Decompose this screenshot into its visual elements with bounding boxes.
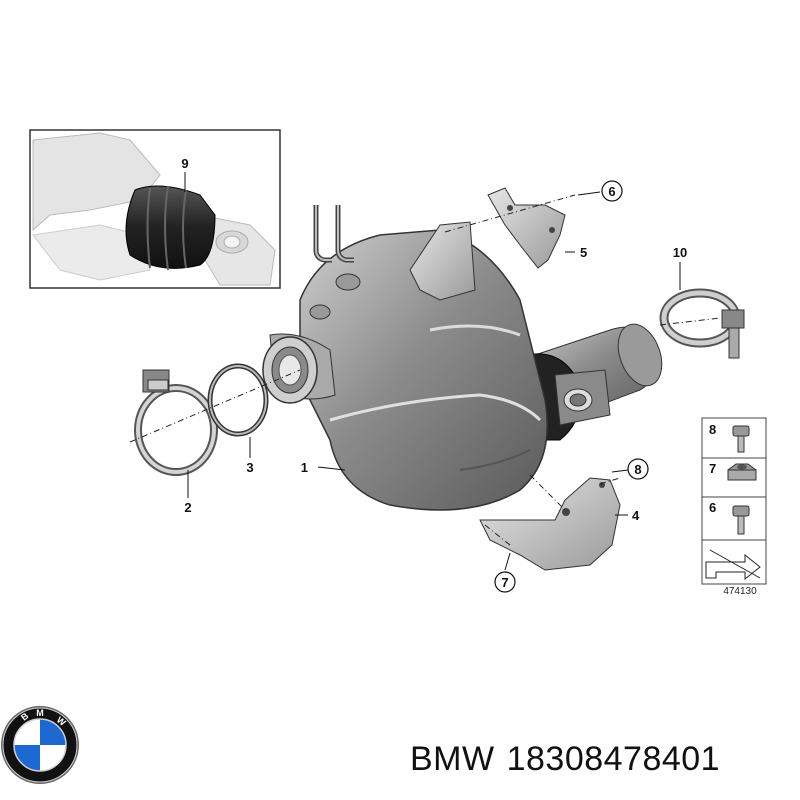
hardware-legend: 8 7 6 474130: [701, 417, 767, 597]
inset-pipe-drawing: [32, 132, 276, 286]
bolt-icon: [732, 505, 750, 535]
callout-1: 1: [301, 460, 308, 475]
part-caption: BMW 18308478401: [410, 740, 732, 779]
image-number: 474130: [723, 586, 757, 597]
assembly-lines: [129, 194, 721, 546]
circled-callout-8: 8: [611, 458, 649, 480]
bracket-4: [479, 477, 621, 571]
callout-10: 10: [673, 245, 687, 260]
callout-5: 5: [580, 245, 587, 260]
svg-text:B: B: [19, 710, 31, 722]
brand-name: BMW: [410, 740, 495, 778]
svg-text:M: M: [36, 708, 44, 718]
callout-6-bracket: 6: [608, 184, 615, 199]
circled-callout-7-bottom: 7: [494, 552, 516, 593]
gasket-3: [207, 363, 269, 437]
bmw-logo: B M W: [1, 706, 79, 784]
inset-detail-box: 9: [29, 129, 281, 289]
legend-number-1: 8: [709, 422, 716, 437]
bracket-5: [487, 187, 566, 269]
legend-number-3: 6: [709, 500, 716, 515]
clamp-10: [659, 288, 745, 359]
legend-number-2: 7: [709, 461, 716, 476]
callout-4: 4: [632, 508, 640, 523]
clamp-2: [134, 369, 218, 476]
callout-8-bracket: 8: [634, 462, 641, 477]
converter-body: [262, 205, 663, 511]
circled-callout-6-top: 6: [577, 180, 623, 202]
callout-3: 3: [246, 460, 253, 475]
callout-2: 2: [184, 500, 191, 515]
part-number: 18308478401: [506, 740, 721, 778]
nut-icon: [727, 463, 757, 481]
arrow-icon: [705, 549, 761, 581]
bolt-icon: [732, 425, 750, 453]
callout-7-bottom: 7: [501, 575, 508, 590]
callout-9: 9: [181, 156, 188, 171]
